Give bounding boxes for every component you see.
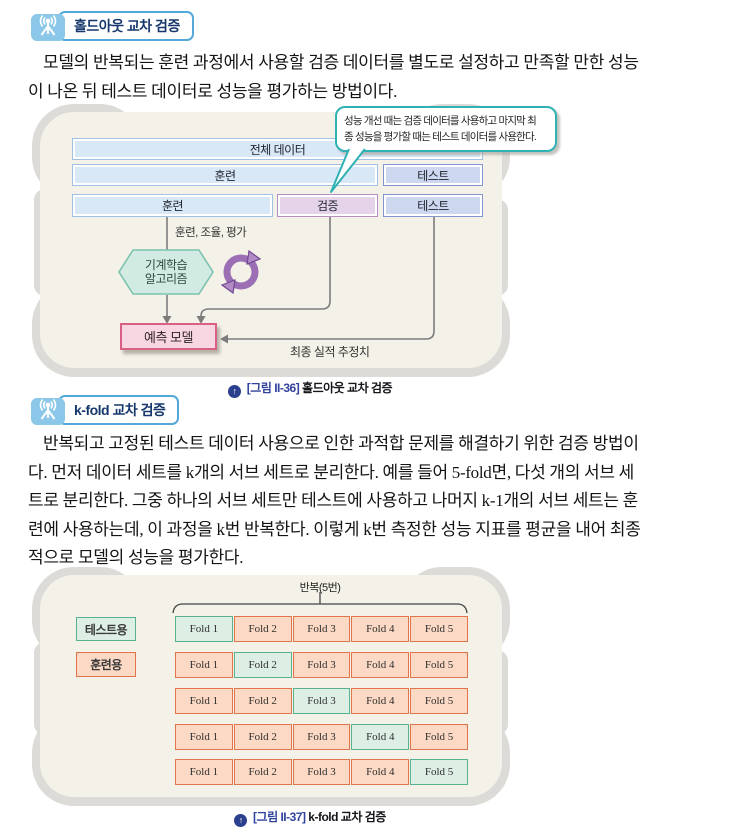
callout-line2: 종 성능을 평가할 때는 테스트 데이터를 사용한다.: [344, 131, 537, 143]
fold-row-5: Fold 1 Fold 2 Fold 3 Fold 4 Fold 5: [175, 759, 468, 785]
section1-header: 홀드아웃 교차 검증: [30, 10, 194, 42]
legend-test: 테스트용: [76, 617, 136, 641]
train-tune-eval-label: 훈련, 조율, 평가: [175, 227, 247, 239]
fold-cell: Fold 3: [292, 688, 351, 714]
fold-cell: Fold 5: [410, 616, 468, 642]
fold-cell: Fold 5: [410, 759, 468, 785]
broadcast-icon: [31, 13, 65, 41]
up-arrow-icon: ↑: [227, 385, 241, 398]
fold-cell: Fold 5: [410, 652, 468, 678]
fold-row-3: Fold 1 Fold 2 Fold 3 Fold 4 Fold 5: [175, 688, 468, 714]
figure-title: k-fold 교차 검증: [308, 810, 386, 824]
fold-cell: Fold 3: [292, 652, 351, 678]
fold-cell: Fold 2: [233, 724, 292, 750]
fold-cell: Fold 3: [292, 759, 351, 785]
broadcast-icon: [31, 397, 65, 425]
fold-cell: Fold 3: [292, 616, 351, 642]
figure-caption-1: ↑ [그림 II-36] 홀드아웃 교차 검증: [40, 379, 580, 398]
figure-title: 홀드아웃 교차 검증: [302, 381, 393, 395]
fold-row-1: Fold 1 Fold 2 Fold 3 Fold 4 Fold 5: [175, 616, 468, 642]
section1-paragraph: 모델의 반복되는 훈련 과정에서 사용할 검증 데이터를 별도로 설정하고 만족…: [28, 53, 639, 101]
kfold-diagram: 반복(5번) 테스트용 훈련용 Fold 1 Fold 2 Fold 3 Fol…: [32, 567, 510, 806]
bar-train-row2: 훈련: [72, 164, 378, 186]
figure-caption-2: ↑ [그림 II-37] k-fold 교차 검증: [40, 808, 580, 827]
hexagon-label-line2: 알고리즘: [144, 272, 188, 286]
fold-cell: Fold 1: [175, 688, 233, 714]
prediction-model-box: 예측 모델: [120, 323, 217, 350]
ml-algorithm-hexagon: 기계학습 알고리즘: [118, 249, 214, 295]
callout-bubble: 성능 개선 때는 검증 데이터를 사용하고 마지막 최 종 성능을 평가할 때는…: [335, 106, 557, 152]
section1-title: 홀드아웃 교차 검증: [58, 11, 194, 41]
fold-cell: Fold 4: [351, 688, 410, 714]
fold-row-4: Fold 1 Fold 2 Fold 3 Fold 4 Fold 5: [175, 724, 468, 750]
legend-train: 훈련용: [76, 652, 136, 677]
hexagon-label-line1: 기계학습: [144, 258, 188, 272]
fold-cell: Fold 1: [175, 616, 233, 642]
fold-cell: Fold 4: [351, 724, 410, 750]
bar-validation-row3: 검증: [277, 194, 378, 217]
figure-number: [그림 II-37]: [253, 810, 306, 824]
final-estimate-label: 최종 실적 추정치: [290, 345, 370, 359]
fold-cell: Fold 4: [351, 616, 410, 642]
bar-train-row3: 훈련: [72, 194, 273, 217]
figure-number: [그림 II-36]: [246, 381, 300, 395]
section2-header: k-fold 교차 검증: [30, 394, 180, 426]
fold-cell: Fold 1: [175, 652, 233, 678]
section2-paragraph: 반복되고 고정된 테스트 데이터 사용으로 인한 과적합 문제를 해결하기 위한…: [28, 434, 641, 567]
bar-test-row3: 테스트: [383, 194, 483, 217]
fold-cell: Fold 4: [351, 652, 410, 678]
repeat-label: 반복(5번): [299, 582, 341, 594]
fold-cell: Fold 5: [410, 724, 468, 750]
bar-test-row2: 테스트: [383, 164, 483, 186]
up-arrow-icon: ↑: [234, 814, 248, 827]
section2-title: k-fold 교차 검증: [58, 395, 180, 425]
fold-cell: Fold 2: [233, 688, 292, 714]
cycle-arrows-icon: [220, 249, 262, 295]
hexagon-shape: [118, 249, 214, 295]
callout-line1: 성능 개선 때는 검증 데이터를 사용하고 마지막 최: [344, 115, 537, 127]
fold-cell: Fold 4: [351, 759, 410, 785]
fold-cell: Fold 1: [175, 724, 233, 750]
fold-cell: Fold 2: [233, 652, 292, 678]
fold-cell: Fold 2: [233, 759, 292, 785]
fold-cell: Fold 3: [292, 724, 351, 750]
fold-cell: Fold 2: [233, 616, 292, 642]
fold-cell: Fold 1: [175, 759, 233, 785]
fold-cell: Fold 5: [410, 688, 468, 714]
fold-row-2: Fold 1 Fold 2 Fold 3 Fold 4 Fold 5: [175, 652, 468, 678]
